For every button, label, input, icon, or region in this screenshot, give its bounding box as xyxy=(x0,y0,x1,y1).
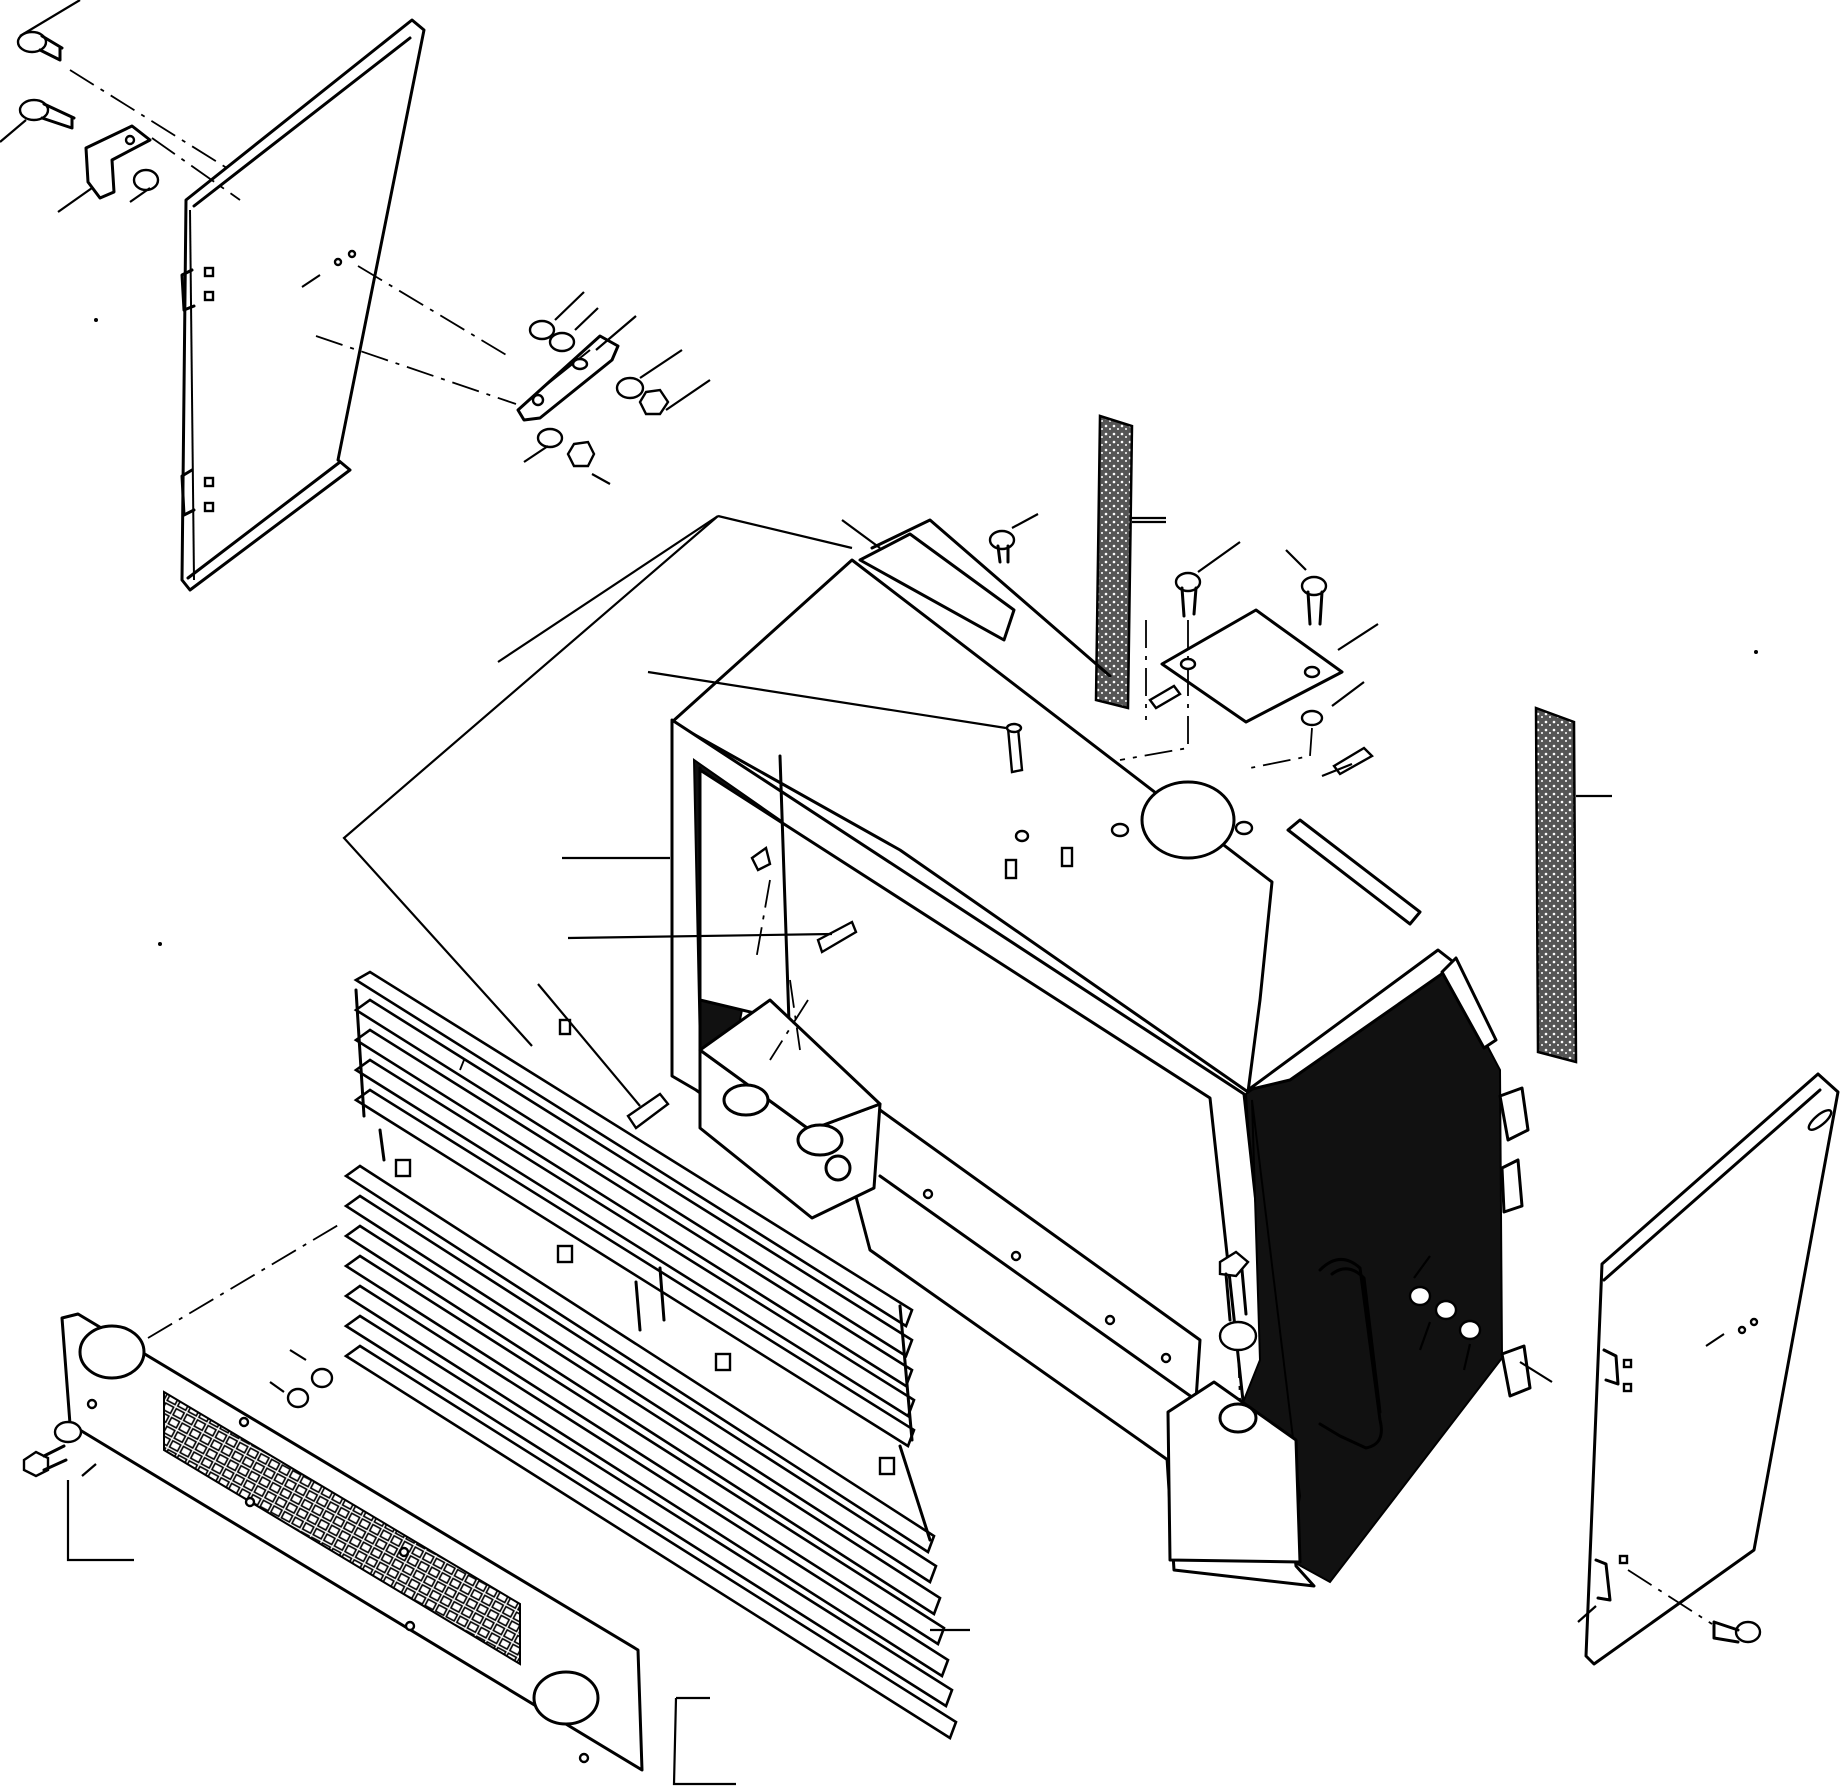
top-cover-plate xyxy=(1119,541,1379,778)
stray-dot xyxy=(94,318,98,322)
stray-dot xyxy=(1754,650,1758,654)
nut-icon xyxy=(536,427,596,468)
left-side-panel xyxy=(180,18,426,592)
stud-icon xyxy=(750,845,772,872)
stud-icon xyxy=(1005,722,1024,774)
nut-icon xyxy=(615,376,670,416)
bolt-icon xyxy=(1712,1620,1762,1644)
latch-assembly xyxy=(315,265,711,485)
bolt-icon xyxy=(22,1420,83,1478)
bolt-icon xyxy=(1174,571,1202,618)
nut-icon xyxy=(286,1367,334,1409)
bottom-grille-plate xyxy=(60,1223,644,1772)
radiator-guard-frame xyxy=(626,518,1532,1588)
stray-dot xyxy=(158,942,162,946)
nut-icon xyxy=(1408,1285,1482,1341)
bolt-icon xyxy=(988,529,1016,564)
washer-icon xyxy=(528,319,576,353)
bolt-icon xyxy=(1300,575,1328,626)
bolt-icon xyxy=(16,30,64,62)
handle-rod xyxy=(1318,1258,1383,1450)
nut-icon xyxy=(132,168,160,192)
bolt-icon xyxy=(18,98,76,130)
grille-slats xyxy=(343,970,958,1740)
seal-strip-right xyxy=(1534,706,1612,1064)
stud-icon xyxy=(626,1092,670,1130)
leader-lines xyxy=(342,514,1166,1107)
seal-strip-left xyxy=(1094,414,1166,710)
clip-icon xyxy=(84,124,152,200)
front-grille xyxy=(343,970,970,1740)
stud-icon xyxy=(816,920,858,954)
fasteners-top-left xyxy=(0,0,241,213)
right-side-panel xyxy=(1577,1072,1840,1666)
bolt-icon xyxy=(1218,1250,1258,1401)
